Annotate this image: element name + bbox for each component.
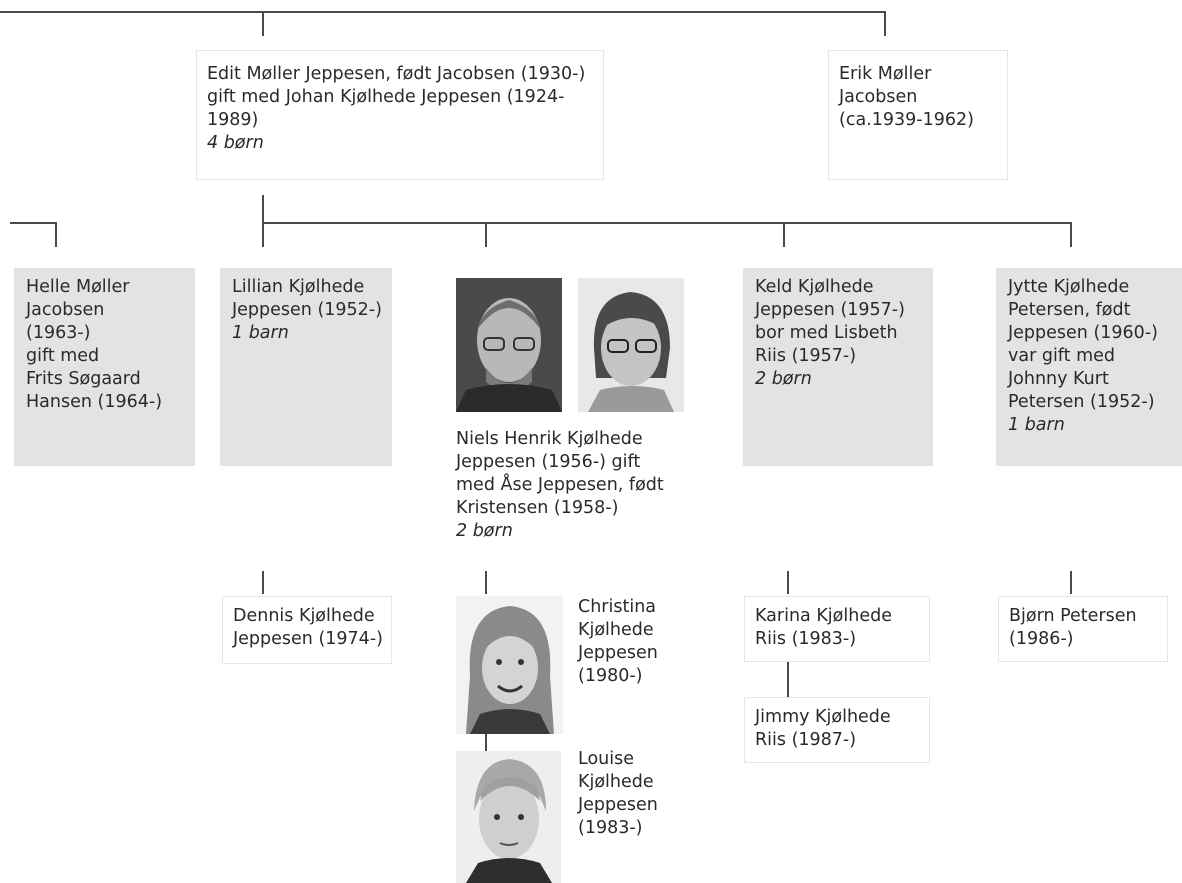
helle-line: Helle Møller bbox=[26, 277, 130, 297]
children-connector bbox=[262, 222, 1072, 224]
dennis-drop-line bbox=[262, 571, 264, 594]
jimmy-line: Riis (1987-) bbox=[755, 730, 857, 750]
girl-portrait-icon bbox=[456, 751, 561, 883]
keld-box: Keld Kjølhede Jeppesen (1957-) bor med L… bbox=[743, 268, 933, 466]
helle-line: Frits Søgaard bbox=[26, 369, 141, 389]
niels-line: Kristensen (1958-) bbox=[456, 498, 619, 518]
jimmy-line: Jimmy Kjølhede bbox=[755, 707, 891, 727]
jytte-line: Jytte Kjølhede bbox=[1008, 277, 1130, 297]
jytte-line: var gift med bbox=[1008, 346, 1116, 366]
niels-line: med Åse Jeppesen, født bbox=[456, 475, 664, 495]
niels-line: Jeppesen (1956-) gift bbox=[456, 452, 641, 472]
louise-line: Jeppesen bbox=[578, 795, 658, 815]
niels-children-count: 2 børn bbox=[456, 521, 513, 541]
christina-drop-line bbox=[485, 571, 487, 594]
lillian-line: Jeppesen (1952-) bbox=[232, 300, 382, 320]
niels-caption: Niels Henrik Kjølhede Jeppesen (1956-) g… bbox=[456, 428, 664, 543]
lillian-children-count: 1 barn bbox=[232, 323, 289, 343]
christina-photo bbox=[456, 596, 563, 734]
edit-drop-line bbox=[262, 11, 264, 36]
louise-photo bbox=[456, 751, 561, 883]
top-connector bbox=[0, 11, 886, 13]
bjorn-drop-line bbox=[1070, 571, 1072, 594]
karina-drop-line bbox=[787, 571, 789, 594]
christina-caption: Christina Kjølhede Jeppesen (1980-) bbox=[578, 596, 658, 688]
helle-line: Hansen (1964-) bbox=[26, 392, 163, 412]
niels-photo bbox=[456, 278, 562, 412]
helle-line: Jacobsen bbox=[26, 300, 105, 320]
karina-line: Karina Kjølhede bbox=[755, 606, 892, 626]
christina-line: Jeppesen bbox=[578, 643, 658, 663]
louise-line: Kjølhede bbox=[578, 772, 654, 792]
edit-spouse: gift med Johan Kjølhede Jeppesen (1924-1… bbox=[207, 87, 565, 130]
keld-children-count: 2 børn bbox=[755, 369, 812, 389]
jimmy-box: Jimmy Kjølhede Riis (1987-) bbox=[744, 697, 930, 763]
karina-box: Karina Kjølhede Riis (1983-) bbox=[744, 596, 930, 662]
helle-box: Helle Møller Jacobsen (1963-) gift med F… bbox=[14, 268, 195, 466]
bjorn-box: Bjørn Petersen (1986-) bbox=[998, 596, 1168, 662]
bjorn-line: (1986-) bbox=[1009, 629, 1074, 649]
keld-line: bor med Lisbeth bbox=[755, 323, 898, 343]
christina-line: Christina bbox=[578, 597, 657, 617]
jytte-box: Jytte Kjølhede Petersen, født Jeppesen (… bbox=[996, 268, 1182, 466]
edit-children-stem bbox=[262, 195, 264, 247]
jytte-line: Jeppesen (1960-) bbox=[1008, 323, 1158, 343]
louise-caption: Louise Kjølhede Jeppesen (1983-) bbox=[578, 748, 658, 840]
helle-connector bbox=[10, 222, 57, 224]
edit-children-count: 4 børn bbox=[207, 133, 264, 153]
dennis-line: Dennis Kjølhede bbox=[233, 606, 375, 626]
keld-line: Jeppesen (1957-) bbox=[755, 300, 905, 320]
jytte-children-count: 1 barn bbox=[1008, 415, 1065, 435]
louise-drop-line bbox=[485, 733, 487, 751]
niels-drop-line bbox=[485, 222, 487, 247]
lillian-box: Lillian Kjølhede Jeppesen (1952-) 1 barn bbox=[220, 268, 392, 466]
louise-line: Louise bbox=[578, 749, 634, 769]
erik-dates: (ca.1939-1962) bbox=[839, 110, 974, 130]
keld-drop-line bbox=[783, 222, 785, 247]
erik-name: Erik Møller Jacobsen bbox=[839, 64, 932, 107]
edit-box: Edit Møller Jeppesen, født Jacobsen (193… bbox=[196, 50, 604, 180]
jytte-line: Petersen (1952-) bbox=[1008, 392, 1155, 412]
christina-line: Kjølhede bbox=[578, 620, 654, 640]
aase-photo bbox=[578, 278, 684, 412]
niels-line: Niels Henrik Kjølhede bbox=[456, 429, 643, 449]
helle-line: gift med bbox=[26, 346, 100, 366]
lillian-drop-line bbox=[262, 222, 264, 247]
jytte-drop-line bbox=[1070, 222, 1072, 247]
christina-line: (1980-) bbox=[578, 666, 643, 686]
helle-drop-line bbox=[55, 222, 57, 247]
edit-name: Edit Møller Jeppesen, født Jacobsen (193… bbox=[207, 64, 586, 84]
jimmy-drop-line bbox=[787, 662, 789, 697]
jytte-line: Petersen, født bbox=[1008, 300, 1131, 320]
louise-line: (1983-) bbox=[578, 818, 643, 838]
dennis-line: Jeppesen (1974-) bbox=[233, 629, 383, 649]
erik-box: Erik Møller Jacobsen (ca.1939-1962) bbox=[828, 50, 1008, 180]
keld-line: Keld Kjølhede bbox=[755, 277, 874, 297]
girl-portrait-icon bbox=[456, 596, 563, 734]
man-portrait-icon bbox=[456, 278, 562, 412]
lillian-line: Lillian Kjølhede bbox=[232, 277, 365, 297]
woman-portrait-icon bbox=[578, 278, 684, 412]
bjorn-line: Bjørn Petersen bbox=[1009, 606, 1137, 626]
dennis-box: Dennis Kjølhede Jeppesen (1974-) bbox=[222, 596, 392, 664]
helle-line: (1963-) bbox=[26, 323, 91, 343]
karina-line: Riis (1983-) bbox=[755, 629, 857, 649]
erik-drop-line bbox=[884, 11, 886, 36]
jytte-line: Johnny Kurt bbox=[1008, 369, 1109, 389]
keld-line: Riis (1957-) bbox=[755, 346, 857, 366]
